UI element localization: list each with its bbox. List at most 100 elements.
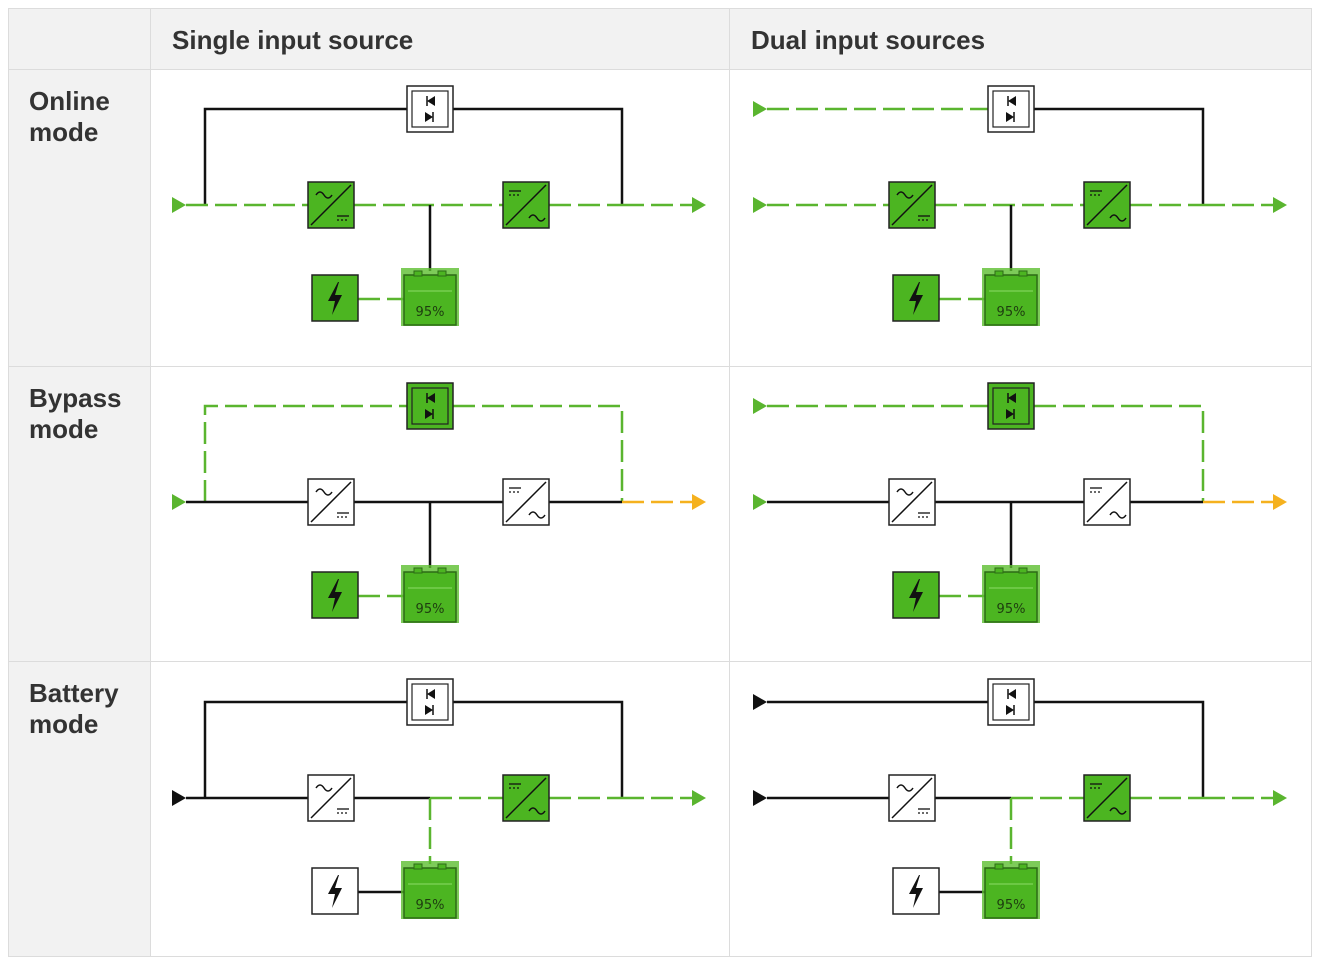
input-main-arrow [753,494,767,510]
bypass-input-line [203,107,407,205]
bypass-switch-frame [406,382,454,430]
bypass-switch-frame [406,85,454,133]
inverter-module-diagonal [1086,481,1128,523]
input-main-arrow [172,197,186,213]
output-arrow [692,197,706,213]
battery-module: 95% [401,861,459,919]
inverter-module-ac-icon [528,214,546,222]
rectifier-module-diagonal [310,184,352,226]
output-arrow [692,494,706,510]
charger-module-bolt-icon [328,579,342,612]
header-corner-cell [8,8,151,70]
bypass-switch-inner [411,90,449,128]
output-arrow [692,790,706,806]
bypass-switch-frame [987,678,1035,726]
rectifier-module-ac-icon [315,191,333,199]
output-arrow [1273,790,1287,806]
row-title-bypass-line: mode [29,414,99,444]
column-title-dual: Dual input sources [751,25,986,55]
charger-module [892,571,940,619]
bypass-switch-inner [411,683,449,721]
bypass-output-line [1034,107,1205,205]
battery-module-level-label: 95% [997,898,1026,913]
charger-module [311,867,359,915]
battery-module-body [403,274,457,326]
inverter-module-diagonal [1086,184,1128,226]
bypass-switch-inner [992,90,1030,128]
charger-module [311,571,359,619]
rectifier-module-diagonal [310,481,352,523]
rectifier-module [307,774,355,822]
inverter-module [502,181,550,229]
bypass-switch-thyristor-icon-2 [1006,112,1014,122]
bypass-switch-thyristor-icon-2 [1006,705,1014,715]
bypass-switch-inner [411,387,449,425]
bypass-switch-inner [992,683,1030,721]
battery-module-terminal-2 [437,863,447,870]
input-main-arrow [172,790,186,806]
inverter-module-diagonal [505,481,547,523]
rectifier-module-ac-icon [315,784,333,792]
bypass-switch-thyristor-icon-2 [425,705,433,715]
row-title-bypass-line: Bypass [29,383,122,413]
rectifier-module-ac-icon [896,191,914,199]
operating-modes-table: Single input source Dual input sources O… [8,8,1312,957]
charger-module-bolt-icon [909,579,923,612]
input-bypass-arrow [753,398,767,414]
bypass-switch-thyristor-icon [1008,96,1016,106]
inverter-module-diagonal [505,184,547,226]
diagram-battery-single: 95% [172,678,706,919]
rectifier-module [307,478,355,526]
output-arrow [1273,494,1287,510]
bypass-switch-thyristor-icon [1008,393,1016,403]
diagram-online-single: 95% [172,85,706,326]
bypass-output-line [1034,700,1205,798]
rectifier-module [888,478,936,526]
battery-module-body [403,571,457,623]
inverter-module-ac-icon [1109,511,1127,519]
inverter-module [502,478,550,526]
battery-module: 95% [401,268,459,326]
bypass-output-line [1034,404,1205,502]
bypass-switch-thyristor-icon [1008,689,1016,699]
row-title-online-line: Online [29,86,110,116]
battery-module-body [984,571,1038,623]
charger-module [892,274,940,322]
battery-module-terminal [413,567,423,574]
column-title-single: Single input source [172,25,414,55]
rectifier-module [888,774,936,822]
battery-module-body [984,274,1038,326]
diagram-online-dual: 95% [753,85,1287,326]
charger-module-bolt-icon [328,875,342,908]
battery-module-terminal [994,567,1004,574]
input-bypass-arrow [753,694,767,710]
bypass-switch-thyristor-icon [427,96,435,106]
bypass-switch [987,85,1035,133]
bypass-switch [987,678,1035,726]
battery-module-terminal [413,270,423,277]
bypass-switch-frame [987,382,1035,430]
bypass-switch-thyristor-icon-2 [425,112,433,122]
input-bypass-arrow [753,101,767,117]
rectifier-module [307,181,355,229]
bypass-switch [406,85,454,133]
output-arrow [1273,197,1287,213]
rectifier-module-ac-icon [315,488,333,496]
rectifier-module-diagonal [891,777,933,819]
inverter-module-ac-icon [528,807,546,815]
diagram-bypass-single: 95% [172,382,706,623]
bypass-output-line [453,107,624,205]
battery-module-level-label: 95% [416,305,445,320]
row-title-online-line: mode [29,117,99,147]
charger-module-frame [311,571,359,619]
bypass-switch-frame [987,85,1035,133]
inverter-module [1083,774,1131,822]
battery-module: 95% [982,861,1040,919]
header-dual-input: Dual input sources [729,8,1312,70]
charger-module-bolt-icon [909,875,923,908]
input-main-arrow [753,197,767,213]
